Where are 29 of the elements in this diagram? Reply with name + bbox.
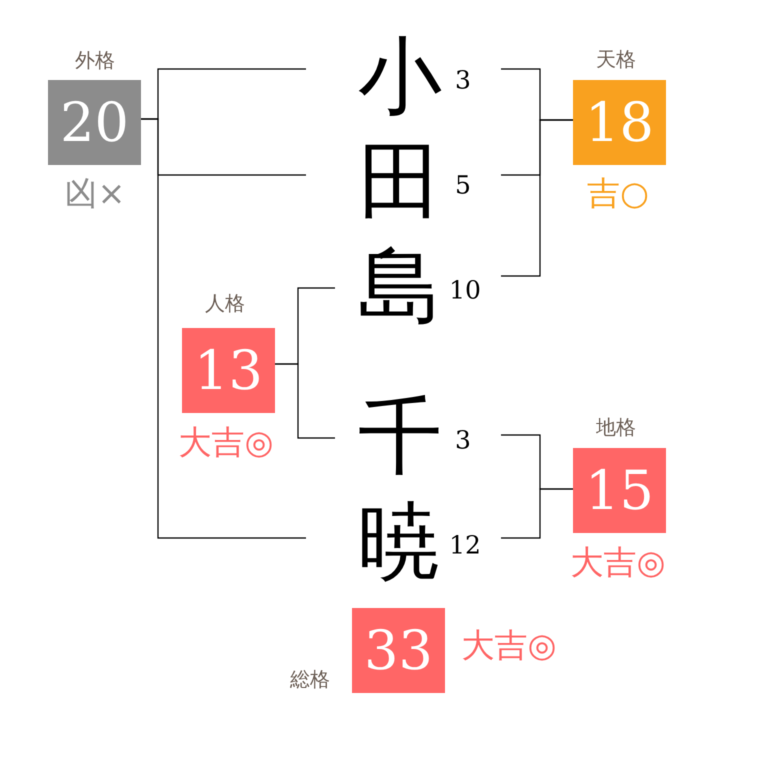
category-label: 地格: [596, 417, 636, 437]
verdict-label: 大吉◎: [570, 546, 666, 578]
verdict-label: 大吉◎: [178, 426, 274, 458]
verdict-label: 吉○: [587, 176, 649, 210]
category-label: 総格: [290, 669, 330, 689]
bracket-line: [141, 118, 306, 539]
name-character: 千: [358, 394, 442, 478]
bracket-line: [501, 488, 573, 539]
category-label: 人格: [205, 293, 245, 313]
stroke-count: 3: [455, 428, 471, 452]
category-label: 天格: [596, 49, 636, 69]
bracket-line: [275, 363, 335, 439]
name-character: 小: [358, 34, 442, 118]
name-character: 島: [358, 244, 442, 328]
verdict-label: 凶×: [64, 176, 126, 210]
stroke-count: 3: [455, 68, 471, 92]
bracket-line: [501, 119, 573, 277]
name-character: 暁: [358, 499, 442, 583]
stroke-count: 5: [455, 172, 471, 198]
score-number: 33: [364, 624, 433, 678]
score-number: 13: [194, 344, 263, 398]
category-label: 外格: [75, 50, 115, 70]
score-number: 15: [585, 464, 654, 518]
score-number: 18: [585, 96, 654, 150]
stroke-count: 10: [449, 278, 481, 302]
score-number: 20: [60, 96, 129, 150]
stroke-count: 12: [449, 532, 481, 558]
verdict-label: 大吉◎: [462, 628, 556, 662]
name-character: 田: [358, 139, 442, 223]
